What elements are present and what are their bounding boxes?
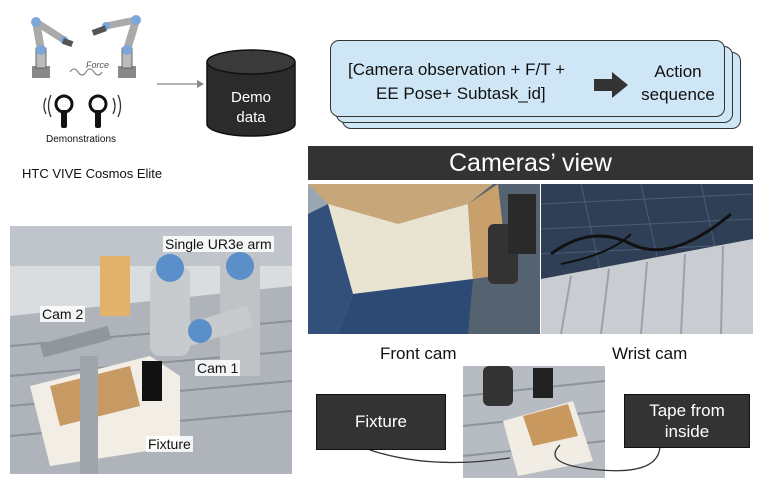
tape-fixture-photo	[463, 366, 605, 478]
tape-line2: inside	[664, 422, 710, 441]
arm-label: Single UR3e arm	[163, 236, 274, 252]
input-line1: [Camera observation + F/T +	[348, 60, 566, 79]
input-line2: EE Pose+ Subtask_id]	[376, 84, 546, 103]
tape-box: Tape from inside	[624, 394, 750, 448]
action-line1: Action	[654, 62, 702, 81]
left-robot-icon	[31, 17, 74, 78]
cam1-label: Cam 1	[195, 360, 241, 376]
device-label: HTC VIVE Cosmos Elite	[22, 166, 163, 181]
front-cam-photo	[308, 184, 540, 334]
arrow-right-icon	[594, 72, 628, 98]
teleop-robots-illustration	[31, 15, 141, 78]
tape-line1: Tape from	[649, 401, 725, 420]
right-robot-icon	[91, 15, 141, 78]
fixture-box: Fixture	[316, 394, 446, 450]
arrow-to-demo-data	[157, 80, 204, 88]
demo-data-cylinder	[206, 49, 296, 137]
cam2-label: Cam 2	[40, 306, 86, 322]
vr-controllers-icon	[43, 94, 122, 128]
policy-io-card	[330, 40, 725, 117]
force-label: Force	[86, 60, 110, 70]
front-cam-caption: Front cam	[380, 344, 457, 363]
fixture-box-text: Fixture	[355, 412, 407, 431]
demo-data-line2: data	[236, 109, 266, 126]
action-line2: sequence	[641, 85, 715, 104]
bottom-connectors	[369, 444, 661, 472]
fixture-photo-label: Fixture	[146, 436, 193, 452]
demonstrations-label: Demonstrations	[46, 134, 117, 145]
demo-data-line1: Demo	[230, 89, 271, 106]
cameras-view-header: Cameras’ view	[308, 146, 753, 180]
wrist-cam-photo	[541, 184, 753, 334]
wrist-cam-caption: Wrist cam	[612, 344, 688, 363]
robot-setup-photo	[10, 226, 292, 474]
